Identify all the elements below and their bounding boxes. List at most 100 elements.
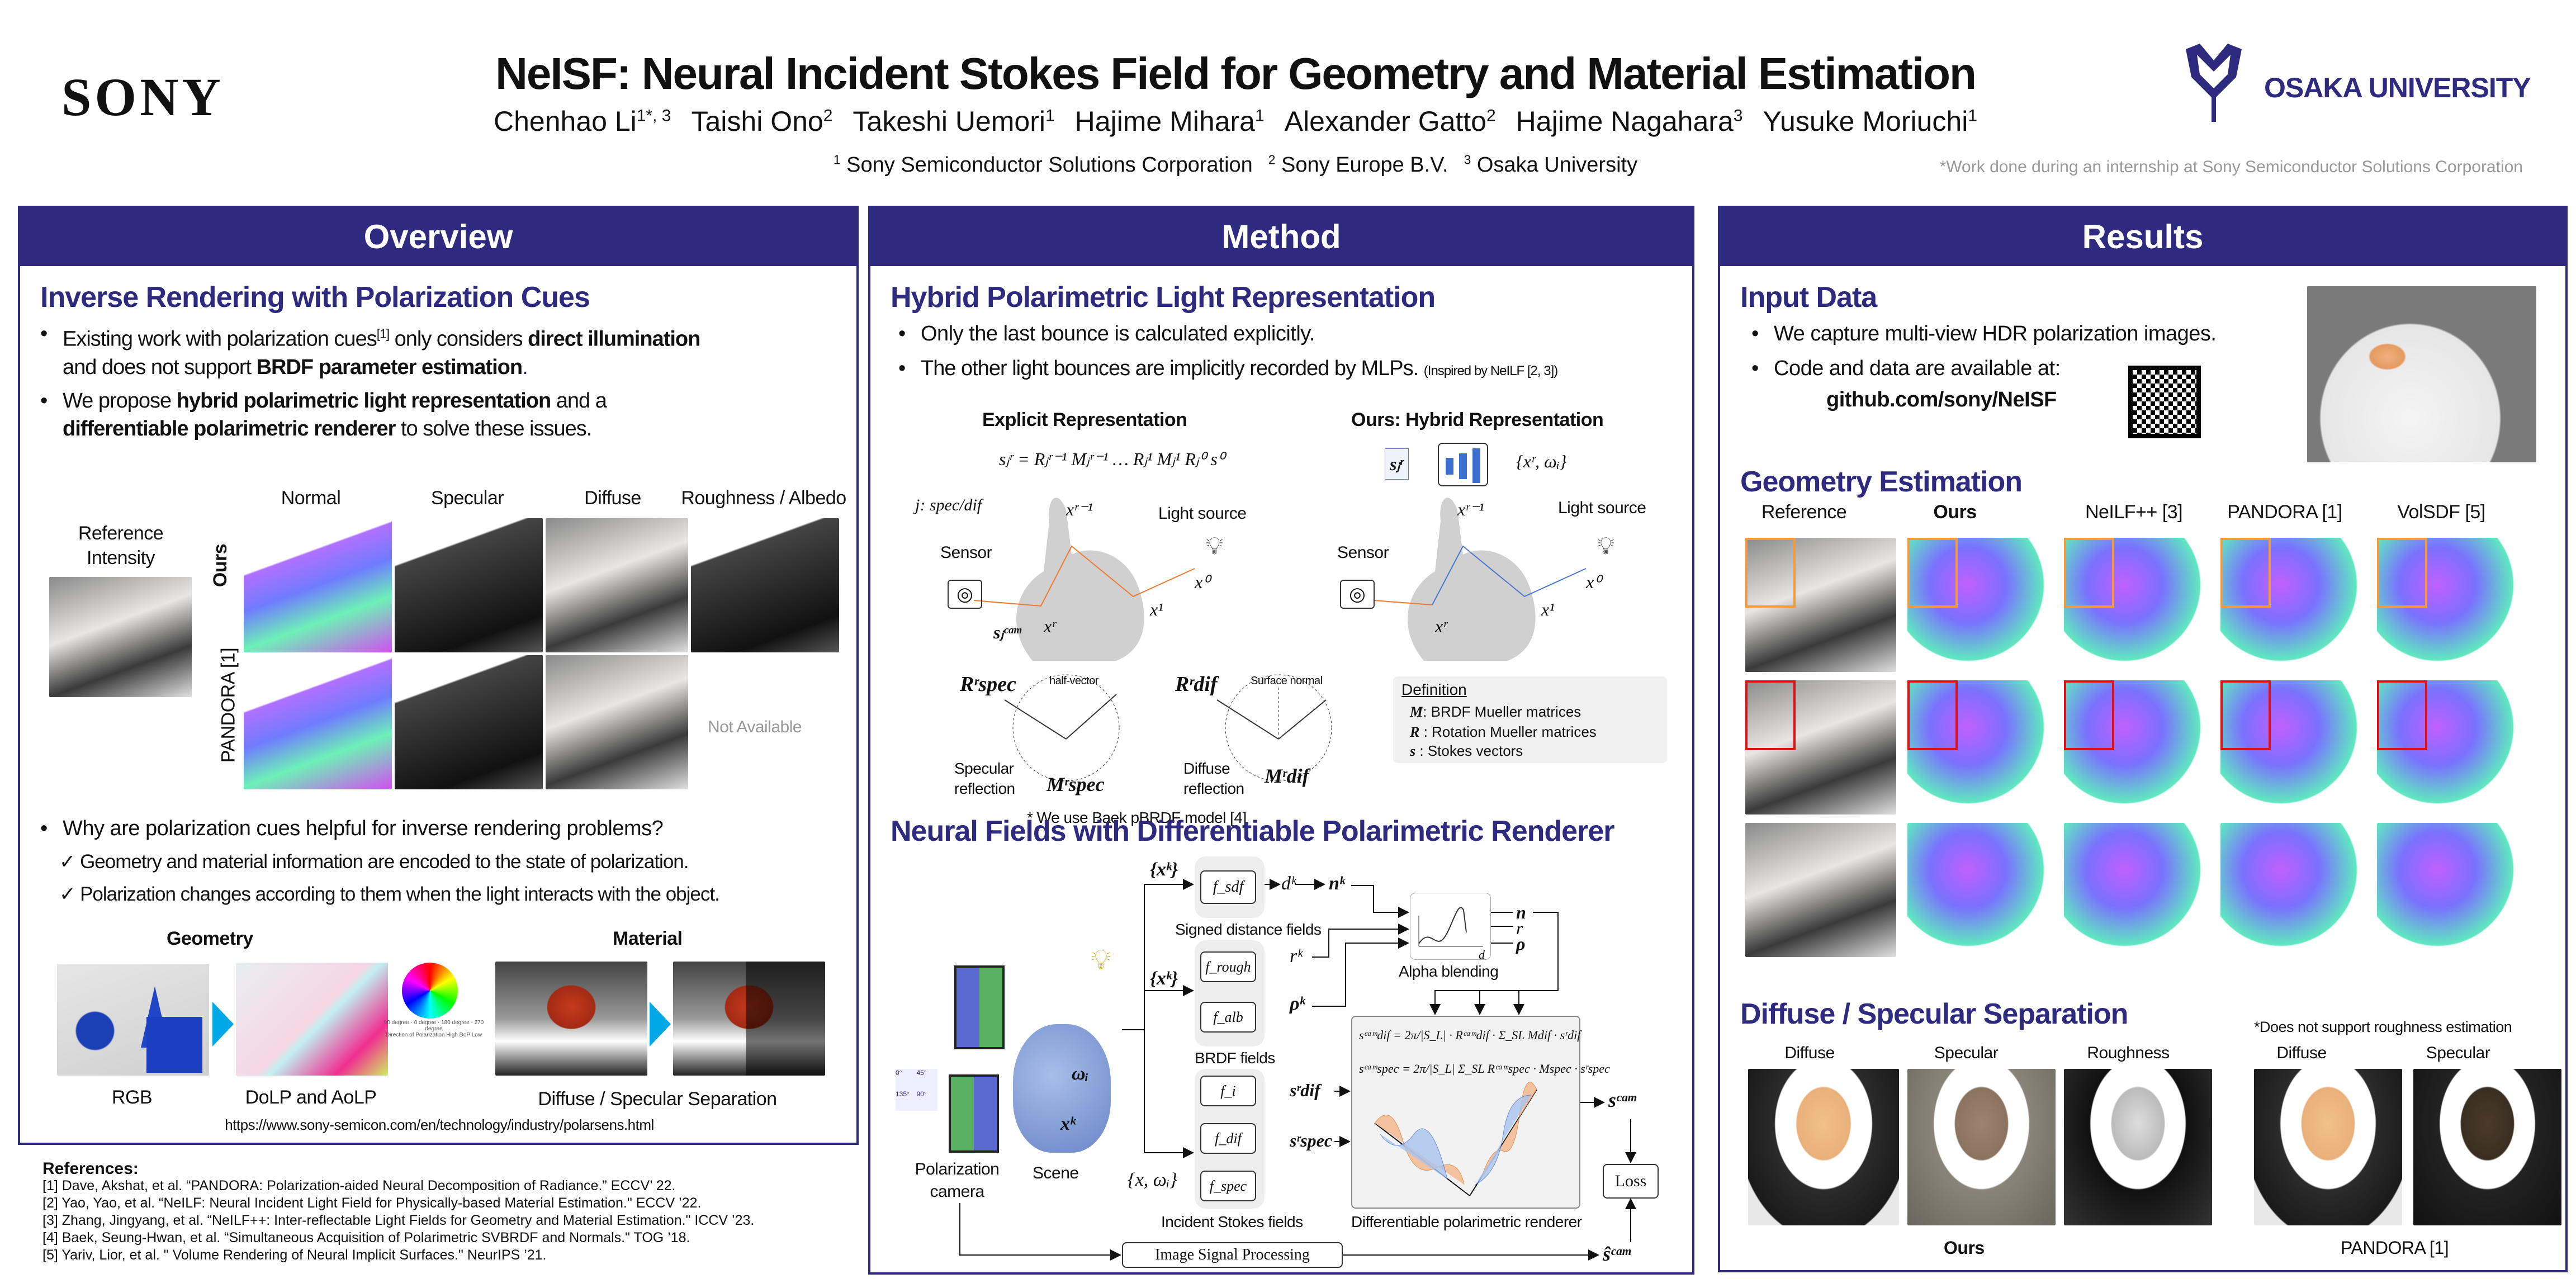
f-rough-mlp[interactable]: f_rough [1200,951,1256,982]
method-bullet-2: The other light bounces are implicitly r… [898,354,1558,385]
camera-icon: ◎ [1340,580,1375,609]
x-omega-input: {x, ωᵢ} [1128,1169,1177,1190]
s-cam-output: sᶜᵃᵐ [1608,1089,1637,1111]
light-source-label: Light source [1158,504,1247,523]
zoom-inset-box [1745,680,1796,750]
references-title: References: [42,1159,139,1178]
rho-output: ρ [1516,934,1526,954]
f-i-mlp[interactable]: f_i [1200,1076,1256,1106]
bunny-silhouette-icon [1373,498,1587,661]
zoom-inset-box [2064,538,2114,608]
poster-title: NeISF: Neural Incident Stokes Field for … [495,49,1977,98]
s-jr-box: sⱼʳ [1385,448,1409,480]
rk-label: rᵏ [1290,946,1303,967]
results-panel: Results Input Data We capture multi-view… [1718,206,2568,1272]
affiliation: 3 Osaka University [1464,152,1638,177]
author: Yusuke Moriuchi1 [1763,106,1977,137]
light-bulb-icon: 💡︎ [1206,532,1223,560]
author: Alexander Gatto2 [1284,106,1496,137]
references: References: [1] Dave, Akshat, et al. “PA… [42,1160,754,1264]
f-spec-mlp[interactable]: f_spec [1200,1171,1256,1201]
ours-specular-image [395,518,543,652]
mlp-input-label: {xʳ, ωᵢ} [1516,451,1567,471]
polarsens-link[interactable]: https://www.sony-semicon.com/en/technolo… [225,1116,654,1133]
material-label: Material [613,928,683,949]
zoom-inset-box [1907,538,1958,608]
sep-ours-label: Ours [1944,1238,1985,1258]
input-bullet-2: Code and data are available at: [1751,354,2061,382]
ours-roughness-sumo-image [2064,1069,2212,1225]
sep-col-specular-pandora: Specular [2426,1044,2490,1062]
author: Taishi Ono2 [691,106,833,137]
teapot-pandora-image [2220,680,2371,815]
arrow-icon [212,1002,234,1046]
zoom-inset-box [1745,538,1796,608]
reference-intensity-label: Reference Intensity [78,523,164,569]
teapot-reference-image [1745,680,1896,815]
rgb-image [57,964,209,1076]
dolp-aolp-image [236,963,388,1076]
apple-separation-image [673,962,825,1076]
row-label-ours: Ours [210,543,231,588]
github-link[interactable]: github.com/sony/NeISF [1826,388,2057,411]
xk-input-2: {xᵏ} [1150,968,1178,989]
brdf-label: BRDF fields [1195,1049,1275,1067]
s-spec-label: sʳspec [1290,1130,1333,1150]
ours-normal-image [244,518,392,652]
x-1-label: x¹ [1150,599,1163,619]
sensor-label: Sensor [940,543,992,562]
author: Takeshi Uemori1 [853,106,1055,137]
sumo-ours-image [1907,823,2058,957]
hybrid-subtitle: Hybrid Polarimetric Light Representation [891,281,1436,314]
dino-neilfpp-image [2064,538,2215,672]
s-cam-hat-label: ŝᶜᵃᵐ [1603,1243,1631,1265]
ours-roughness-albedo-image [691,518,839,652]
f-sdf-mlp[interactable]: f_sdf [1200,870,1256,904]
not-available-label: Not Available [708,718,802,736]
ours-diffuse-image [546,518,688,652]
m-spec-label: Mʳspec [1046,773,1105,795]
f-dif-mlp[interactable]: f_dif [1200,1123,1256,1154]
ours-specular-sumo-image [1907,1069,2056,1225]
sep-col-roughness: Roughness [2087,1044,2170,1062]
definition-title: Definition [1401,681,1467,698]
explicit-title: Explicit Representation [982,409,1187,430]
bunny-silhouette-icon [973,498,1195,661]
f-alb-mlp[interactable]: f_alb [1200,1002,1256,1033]
renderer-label: Differentiable polarimetric renderer [1351,1213,1582,1230]
geom-col-ours: Ours [1933,501,1977,523]
definition-item: s : Stokes vectors [1410,742,1523,759]
sep-col-specular-ours: Specular [1934,1044,1999,1062]
overview-subtitle: Inverse Rendering with Polarization Cues [40,281,590,314]
sep-pandora-label: PANDORA [1] [2341,1238,2449,1258]
r-spec-label: Rʳspec [960,673,1016,696]
xk-scene-label: xᵏ [1060,1114,1076,1134]
light-bulb-icon: 💡︎ [1597,532,1614,560]
r-output: r [1516,918,1523,938]
x-r-label: xʳ [1044,616,1056,636]
pandora-diffuse-image [546,655,688,789]
overview-bullet-2: We propose hybrid polarimetric light rep… [40,387,607,443]
osaka-university-logo: OSAKA UNIVERSITY [2180,44,2531,122]
reference-item: [2] Yao, Yao, et al. “NeILF: Neural Inci… [42,1195,702,1211]
definition-box: Definition M: BRDF Mueller matrices R : … [1393,676,1667,763]
explicit-bunny-diagram: sⱼʳ = Rⱼʳ⁻¹ Mⱼʳ⁻¹ … Rⱼ¹ Mⱼ¹ Rⱼ⁰ s⁰ j: sp… [904,443,1262,666]
why-bullet: Why are polarization cues helpful for in… [40,815,664,842]
apple-rgb-image [495,962,647,1076]
reference-item: [5] Yariv, Lior, et al. " Volume Renderi… [42,1247,547,1263]
qr-code[interactable] [2128,366,2201,438]
equation-dif: sᶜᵃᵐdif = 2π/|S_L| · Rᶜᵃᵐdif · Σ_SL Mdif… [1359,1028,1581,1042]
pipeline-diagram: 0°45°135°90° Polarization camera 💡︎ ωᵢ x… [870,851,1697,1273]
definition-item: M: BRDF Mueller matrices [1410,703,1581,720]
dk-label: dᵏ [1281,873,1296,894]
pipeline-arrows [959,879,1636,1261]
zoom-inset-box [2220,680,2271,750]
overview-bullet-1: Existing work with polarization cues[1] … [40,320,700,381]
input-bullet-1: We capture multi-view HDR polarization i… [1751,320,2217,348]
alpha-blending-box: d [1410,893,1491,962]
zoom-inset-box [2220,538,2271,608]
affiliation: 1 Sony Semiconductor Solutions Corporati… [833,152,1253,177]
definition-item: R : Rotation Mueller matrices [1410,723,1597,740]
reference-item: [1] Dave, Akshat, et al. “PANDORA: Polar… [42,1178,676,1194]
overview-header: Overview [20,208,856,266]
